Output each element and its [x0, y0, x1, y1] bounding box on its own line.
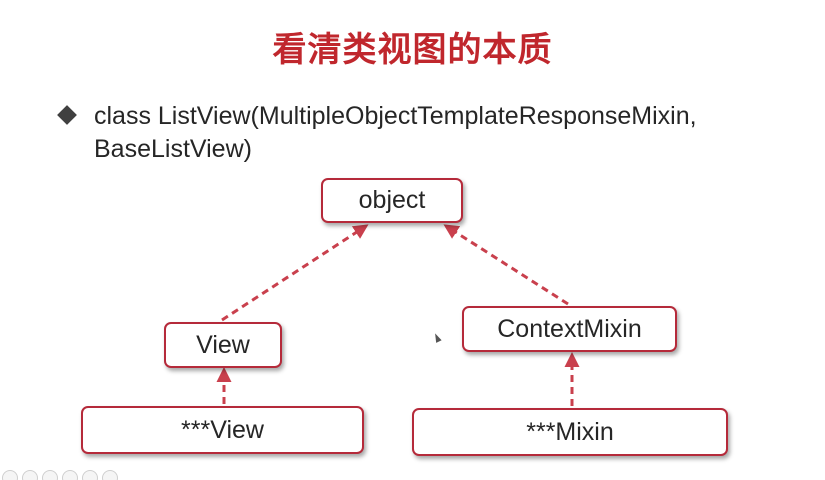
nav-grid-icon[interactable]: [62, 470, 78, 480]
diamond-bullet-icon: [57, 105, 77, 125]
nav-menu-icon[interactable]: [82, 470, 98, 480]
nav-next-icon[interactable]: [102, 470, 118, 480]
node-object: object: [321, 178, 463, 223]
node-view: View: [164, 322, 282, 368]
nav-pen-icon[interactable]: [22, 470, 38, 480]
node-star-view: ***View: [81, 406, 364, 454]
bullet-text: class ListView(MultipleObjectTemplateRes…: [94, 102, 697, 163]
arrow-contextmixin-to-object: [443, 224, 569, 306]
mouse-cursor-icon: [432, 332, 442, 343]
slide-title: 看清类视图的本质: [272, 30, 553, 70]
node-context-mixin: ContextMixin: [462, 306, 677, 352]
arrow-view-to-object: [221, 224, 369, 322]
nav-zoom-icon[interactable]: [42, 470, 58, 480]
node-star-mixin: ***Mixin: [412, 408, 728, 456]
slide-nav-toolbar[interactable]: [0, 468, 140, 480]
nav-prev-icon[interactable]: [2, 470, 18, 480]
